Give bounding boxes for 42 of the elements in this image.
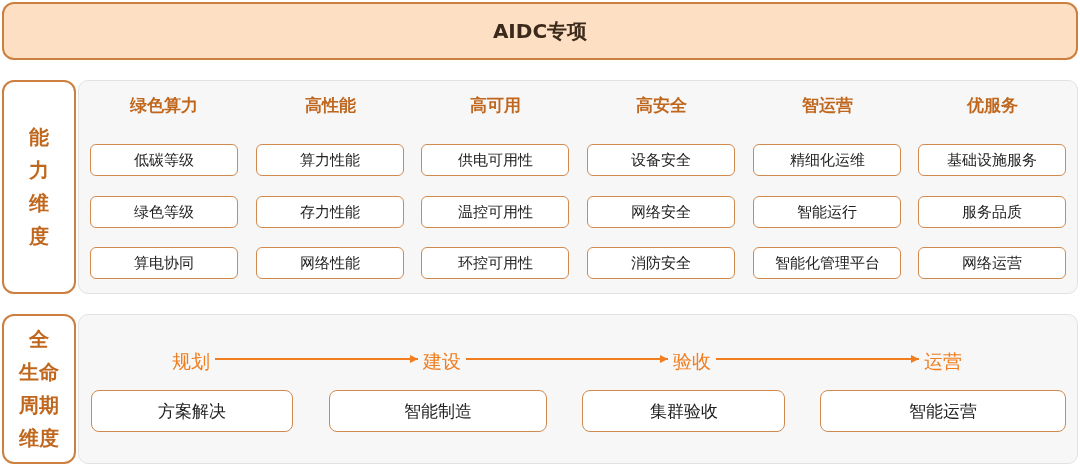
item-box: 网络性能 [256,247,404,279]
item-box: 智能化管理平台 [753,247,901,279]
item-box: 智能运行 [753,196,901,228]
column-heading: 高性能 [304,94,356,116]
column-heading: 智运营 [801,94,853,116]
arrow [715,355,920,363]
item-box: 消防安全 [587,247,735,279]
section-label-box [2,314,76,464]
item-box: 算力性能 [256,144,404,176]
item-box: 网络运营 [918,247,1066,279]
column-heading: 优服务 [966,94,1018,116]
item-box: 基础设施服务 [918,144,1066,176]
section-label-box [2,80,76,294]
item-box: 绿色等级 [90,196,238,228]
stage-label: 验收 [673,349,711,373]
item-box: 精细化运维 [753,144,901,176]
item-box: 供电可用性 [421,144,569,176]
item-box: 环控可用性 [421,247,569,279]
item-box: 集群验收 [582,390,785,432]
item-box: 存力性能 [256,196,404,228]
stage-label: 运营 [924,349,962,373]
arrow [214,355,419,363]
content-panel [78,80,1078,294]
item-box: 算电协同 [90,247,238,279]
column-heading: 绿色算力 [130,94,198,116]
item-box: 网络安全 [587,196,735,228]
section-label: 能力维度 [29,124,49,250]
item-box: 方案解决 [91,390,293,432]
item-box: 低碳等级 [90,144,238,176]
section-label: 全生命周期维度 [19,326,59,452]
item-box: 智能制造 [329,390,547,432]
content-panel [78,314,1078,464]
item-box: 温控可用性 [421,196,569,228]
item-box: 智能运营 [820,390,1066,432]
column-heading: 高安全 [635,94,687,116]
item-box: 设备安全 [587,144,735,176]
title-banner: AIDC专项 [2,2,1078,60]
stage-label: 建设 [423,349,461,373]
column-heading: 高可用 [469,94,521,116]
stage-label: 规划 [172,349,210,373]
arrow [465,355,669,363]
item-box: 服务品质 [918,196,1066,228]
